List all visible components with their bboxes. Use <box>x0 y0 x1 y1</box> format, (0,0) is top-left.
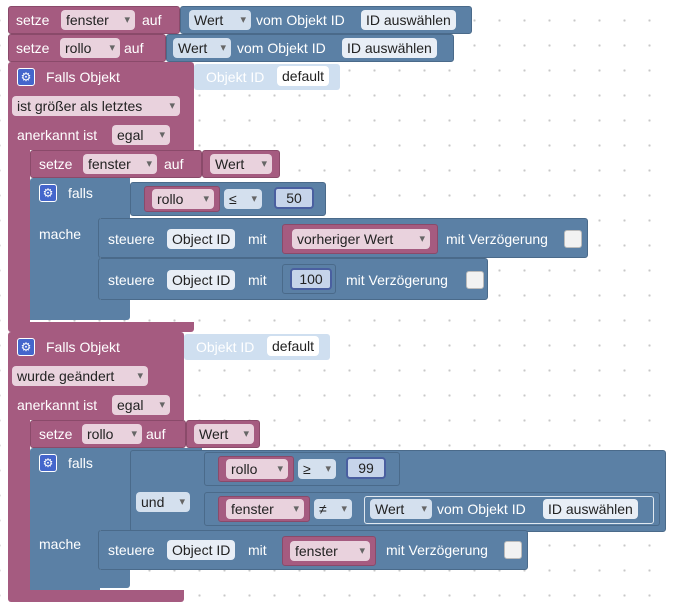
falls-label: falls <box>68 455 93 471</box>
number-input[interactable]: 100 <box>290 268 332 290</box>
gear-icon[interactable]: ⚙ <box>17 338 35 356</box>
mache-label: mache <box>39 226 82 242</box>
delay-checkbox[interactable] <box>466 271 484 289</box>
id-select-field[interactable]: ID auswählen <box>342 38 437 58</box>
gear-icon[interactable]: ⚙ <box>39 184 57 202</box>
id-select-field[interactable]: ID auswählen <box>361 10 456 30</box>
anerkannt-label: anerkannt ist <box>17 397 98 413</box>
if-block-bottom <box>30 570 130 588</box>
if-block-bottom <box>30 300 130 320</box>
trigger-2-bottom <box>8 590 184 602</box>
ack-dropdown[interactable]: egal <box>112 125 170 145</box>
wert-dropdown[interactable]: Wert <box>194 424 254 444</box>
delay-label: mit Verzögerung <box>446 231 548 247</box>
falls-label: falls <box>68 185 93 201</box>
auf-label: auf <box>124 40 144 56</box>
wert-dropdown[interactable]: Wert <box>173 38 231 58</box>
setze-label: setze <box>16 12 50 28</box>
mit-label: mit <box>248 231 267 247</box>
wert-dropdown[interactable]: Wert <box>189 10 251 30</box>
delay-checkbox[interactable] <box>564 230 582 248</box>
condition-dropdown[interactable]: wurde geändert <box>12 366 148 386</box>
setze-label: setze <box>39 426 73 442</box>
auf-label: auf <box>164 156 184 172</box>
objekt-id-label: Objekt ID <box>206 69 265 85</box>
falls-objekt-label: Falls Objekt <box>46 69 120 85</box>
steuere-label: steuere <box>108 272 155 288</box>
gear-icon[interactable]: ⚙ <box>17 68 35 86</box>
id-select-field[interactable]: ID auswählen <box>543 499 638 519</box>
variable-dropdown-fenster[interactable]: fenster <box>83 154 157 174</box>
setze-label: setze <box>16 40 50 56</box>
vom-objekt-label: vom Objekt ID <box>437 501 526 517</box>
mit-label: mit <box>248 272 267 288</box>
object-id-field[interactable]: Object ID <box>167 540 236 560</box>
number-input[interactable]: 50 <box>274 187 314 209</box>
value-dropdown[interactable]: fenster <box>290 541 370 561</box>
anerkannt-label: anerkannt ist <box>17 127 98 143</box>
variable-dropdown-rollo[interactable]: rollo <box>152 189 214 209</box>
auf-label: auf <box>142 12 162 28</box>
operator-dropdown[interactable]: ≠ <box>314 499 352 519</box>
auf-label: auf <box>146 426 166 442</box>
condition-dropdown[interactable]: ist größer als letztes <box>12 96 180 116</box>
object-id-field[interactable]: Object ID <box>167 270 236 290</box>
ack-dropdown[interactable]: egal <box>112 395 170 415</box>
trigger-1-bottom <box>8 322 194 332</box>
gear-icon[interactable]: ⚙ <box>39 454 57 472</box>
variable-dropdown-fenster[interactable]: fenster <box>226 499 304 519</box>
steuere-label: steuere <box>108 542 155 558</box>
operator-dropdown[interactable]: ≤ <box>224 189 262 209</box>
setze-label: setze <box>39 156 73 172</box>
mache-label: mache <box>39 536 82 552</box>
variable-dropdown-rollo[interactable]: rollo <box>60 38 120 58</box>
variable-dropdown-fenster[interactable]: fenster <box>61 10 135 30</box>
wert-dropdown[interactable]: Wert <box>210 154 272 174</box>
steuere-label: steuere <box>108 231 155 247</box>
falls-objekt-label: Falls Objekt <box>46 339 120 355</box>
trigger-1-spine <box>8 148 30 328</box>
object-id-field[interactable]: Object ID <box>167 229 236 249</box>
vom-objekt-label: vom Objekt ID <box>237 40 326 56</box>
mit-label: mit <box>248 542 267 558</box>
objekt-id-value[interactable]: default <box>277 66 330 86</box>
variable-dropdown-rollo[interactable]: rollo <box>226 459 288 479</box>
vom-objekt-label: vom Objekt ID <box>256 12 345 28</box>
value-dropdown[interactable]: vorheriger Wert <box>292 229 430 249</box>
wert-dropdown[interactable]: Wert <box>370 499 432 519</box>
logic-operator-dropdown[interactable]: und <box>136 492 190 512</box>
operator-dropdown[interactable]: ≥ <box>298 459 336 479</box>
number-input[interactable]: 99 <box>346 457 386 479</box>
objekt-id-label: Objekt ID <box>196 339 255 355</box>
variable-dropdown-rollo[interactable]: rollo <box>82 424 142 444</box>
trigger-2-spine <box>8 418 30 598</box>
delay-checkbox[interactable] <box>504 541 522 559</box>
delay-label: mit Verzögerung <box>386 542 488 558</box>
objekt-id-value[interactable]: default <box>267 336 320 356</box>
delay-label: mit Verzögerung <box>346 272 448 288</box>
